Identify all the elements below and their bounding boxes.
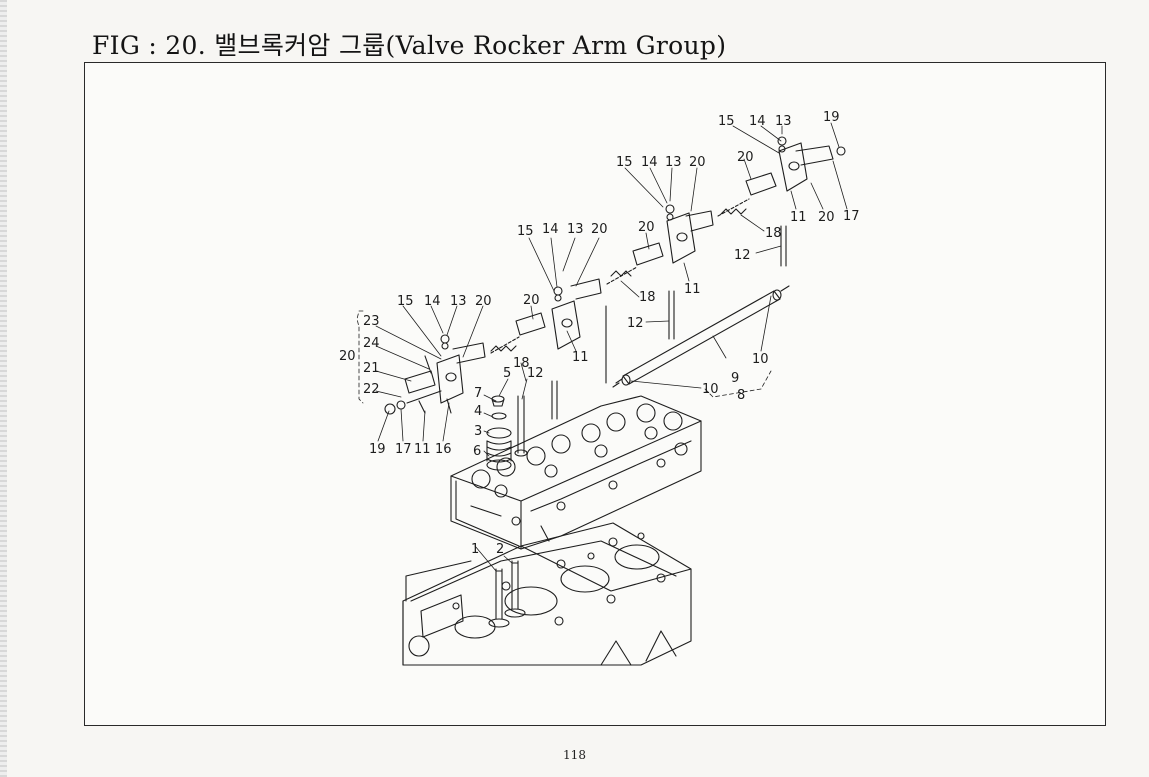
callout: 13 <box>567 222 584 237</box>
figure-title: FIG : 20. 밸브록커암 그룹(Valve Rocker Arm Grou… <box>92 31 727 60</box>
callout: 20 <box>737 150 754 165</box>
group-brackets <box>356 310 772 404</box>
callout: 24 <box>363 336 380 351</box>
callout: 20 <box>689 155 706 170</box>
callout: 15 <box>616 155 633 170</box>
callout: 16 <box>435 442 452 457</box>
callout: 20 <box>475 294 492 309</box>
leader-lines <box>375 122 848 572</box>
rocker-springs-drawing <box>490 208 747 352</box>
callout: 19 <box>823 110 840 125</box>
rocker-shaft-drawing <box>612 285 790 388</box>
callout: 9 <box>731 371 739 386</box>
callout: 12 <box>627 316 644 331</box>
callout: 13 <box>665 155 682 170</box>
callout: 13 <box>775 114 792 129</box>
callout: 7 <box>474 386 482 401</box>
callout: 6 <box>473 444 481 459</box>
callout: 23 <box>363 314 380 329</box>
callout: 15 <box>397 294 414 309</box>
figure-frame: 15 14 13 19 15 14 13 20 20 11 20 17 18 1… <box>84 62 1106 726</box>
page-number: 118 <box>563 748 586 762</box>
callout: 2 <box>496 542 504 557</box>
callout: 14 <box>424 294 441 309</box>
callout: 22 <box>363 382 380 397</box>
rocker-arm-groups-drawing <box>384 136 846 415</box>
callout: 15 <box>718 114 735 129</box>
callout: 14 <box>749 114 766 129</box>
callout: 10 <box>752 352 769 367</box>
cylinder-block-drawing <box>402 522 692 666</box>
scan-edge-artifact <box>0 0 7 777</box>
callout: 20 <box>591 222 608 237</box>
callout: 18 <box>765 226 782 241</box>
callout: 15 <box>517 224 534 239</box>
callout: 12 <box>527 366 544 381</box>
callout: 1 <box>471 542 479 557</box>
callout: 20 <box>818 210 835 225</box>
callout: 11 <box>414 442 431 457</box>
callout: 12 <box>734 248 751 263</box>
callout: 8 <box>737 388 745 403</box>
callout: 11 <box>790 210 807 225</box>
callout: 14 <box>641 155 658 170</box>
callout: 18 <box>513 356 530 371</box>
exploded-parts-diagram: 15 14 13 19 15 14 13 20 20 11 20 17 18 1… <box>339 110 860 666</box>
valves-drawing <box>488 560 526 628</box>
callout: 5 <box>503 366 511 381</box>
callout: 10 <box>702 382 719 397</box>
callout: 14 <box>542 222 559 237</box>
callout: 20 <box>523 293 540 308</box>
push-rods-drawing <box>551 225 787 420</box>
callout: 13 <box>450 294 467 309</box>
callout: 19 <box>369 442 386 457</box>
callout: 17 <box>395 442 412 457</box>
callout: 21 <box>363 361 380 376</box>
callout: 11 <box>572 350 589 365</box>
callout: 3 <box>474 424 482 439</box>
callout: 11 <box>684 282 701 297</box>
callout: 20 <box>339 349 356 364</box>
callout-labels: 15 14 13 19 15 14 13 20 20 11 20 17 18 1… <box>339 110 860 557</box>
callout: 20 <box>638 220 655 235</box>
callout: 18 <box>639 290 656 305</box>
valve-spring-assembly-drawing <box>486 395 528 471</box>
cylinder-head-drawing <box>450 395 702 550</box>
callout: 17 <box>843 209 860 224</box>
callout: 4 <box>474 404 482 419</box>
